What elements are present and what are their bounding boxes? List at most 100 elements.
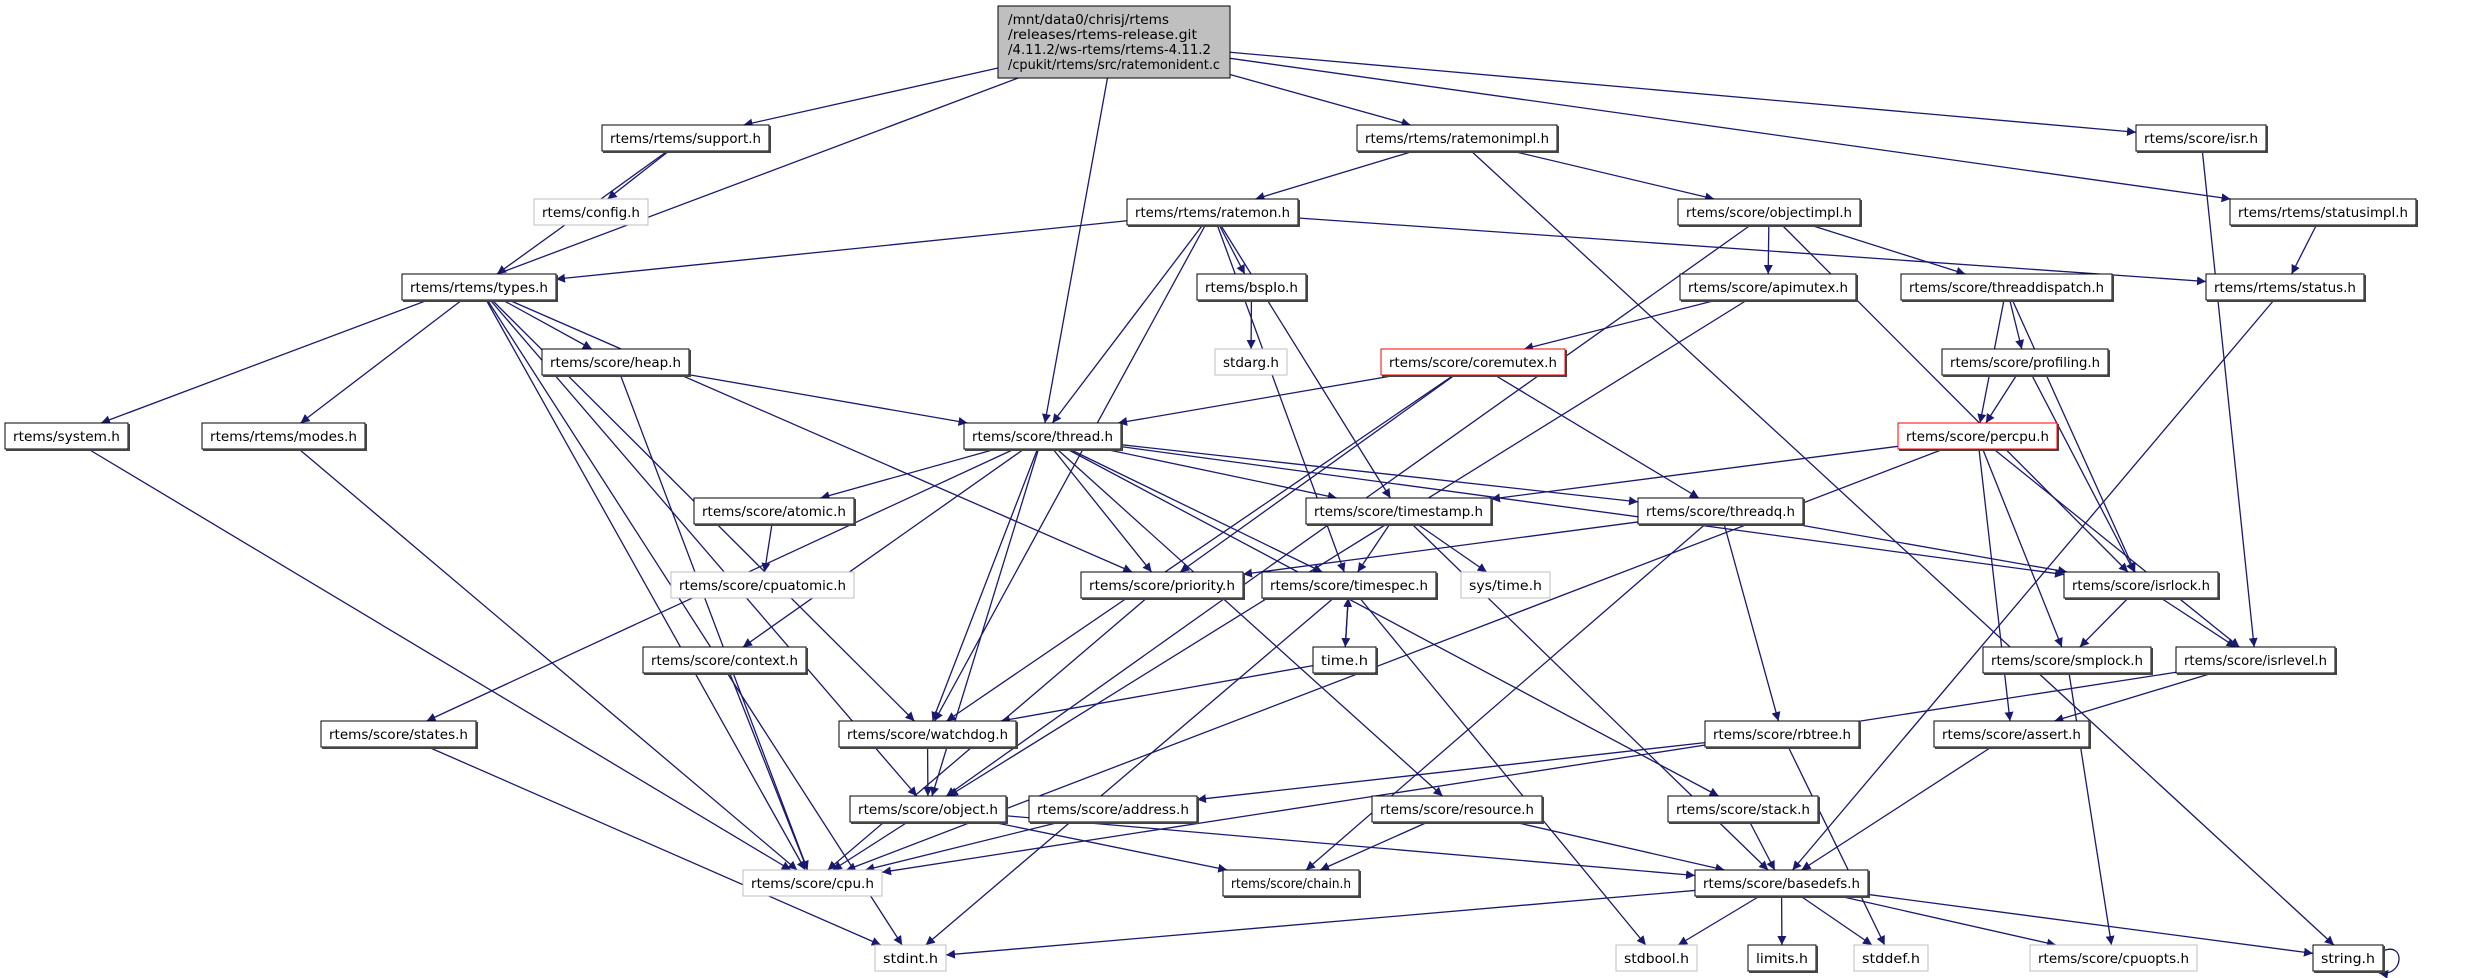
- node-modes[interactable]: rtems/rtems/modes.h: [201, 422, 367, 451]
- edge-isr-to-isrlevel: [2201, 150, 2258, 648]
- edge-timespec-to-stdbool: [1359, 597, 1647, 946]
- node-thread[interactable]: rtems/score/thread.h: [963, 422, 1123, 451]
- node-label: rtems/score/cpuatomic.h: [679, 579, 846, 594]
- node-shadow: [1899, 424, 2059, 451]
- nodes-layer: /mnt/data0/chrisj/rtems/releases/rtems-r…: [4, 5, 2418, 973]
- node-label: stdbool.h: [1624, 952, 1689, 967]
- node-label: rtems/score/priority.h: [1089, 579, 1235, 594]
- node-cpu: rtems/score/cpu.h: [742, 869, 883, 897]
- node-coremutex[interactable]: rtems/score/coremutex.h: [1380, 348, 1567, 377]
- node-context[interactable]: rtems/score/context.h: [642, 646, 808, 675]
- node-stack[interactable]: rtems/score/stack.h: [1667, 795, 1820, 824]
- node-root[interactable]: /mnt/data0/chrisj/rtems/releases/rtems-r…: [997, 5, 1231, 79]
- node-systime: sys/time.h: [1460, 571, 1551, 599]
- node-ratemonimpl[interactable]: rtems/rtems/ratemonimpl.h: [1356, 124, 1559, 153]
- edge-ratemonimpl-to-objectimpl: [1511, 150, 1715, 202]
- node-label: rtems/rtems/ratemonimpl.h: [1365, 132, 1549, 147]
- node-support[interactable]: rtems/rtems/support.h: [601, 124, 771, 153]
- edge-context-to-cpu: [729, 672, 809, 871]
- node-shadow: [1943, 350, 2110, 377]
- node-label: rtems/score/context.h: [651, 654, 798, 669]
- edge-stack-to-basedefs: [1749, 821, 1776, 871]
- node-shadow: [1030, 797, 1199, 824]
- node-chain[interactable]: rtems/score/chain.h: [1222, 869, 1361, 898]
- edge-ratemon-to-types: [555, 220, 1128, 283]
- node-statusimpl[interactable]: rtems/rtems/statusimpl.h: [2229, 198, 2418, 227]
- node-bspio[interactable]: rtems/bspIo.h: [1196, 273, 1308, 302]
- node-states[interactable]: rtems/score/states.h: [320, 720, 478, 749]
- node-stdarg: stdarg.h: [1214, 348, 1288, 376]
- node-shadow: [1984, 648, 2153, 675]
- node-string[interactable]: string.h: [2312, 944, 2385, 973]
- edge-threadq-to-chain: [1305, 523, 1706, 871]
- node-label: time.h: [1321, 654, 1368, 669]
- edge-rbtree-to-address: [1196, 741, 1706, 804]
- node-shadow: [840, 722, 1018, 749]
- node-apimutex[interactable]: rtems/score/apimutex.h: [1679, 273, 1858, 302]
- edge-atomic-to-cpuatomic: [761, 523, 773, 573]
- node-smplock[interactable]: rtems/score/smplock.h: [1982, 646, 2153, 675]
- edge-ratemon-to-timestamp: [1220, 224, 1391, 499]
- node-label: rtems/score/apimutex.h: [1688, 281, 1848, 296]
- node-label: limits.h: [1756, 952, 1808, 967]
- edge-modes-to-cpu: [298, 448, 798, 871]
- node-shadow: [1706, 722, 1861, 749]
- node-basedefs[interactable]: rtems/score/basedefs.h: [1694, 869, 1870, 898]
- node-percpu[interactable]: rtems/score/percpu.h: [1897, 422, 2059, 451]
- node-heap[interactable]: rtems/score/heap.h: [541, 348, 691, 377]
- node-shadow: [1749, 946, 1818, 973]
- node-label: rtems/score/percpu.h: [1906, 430, 2049, 445]
- node-shadow: [2231, 200, 2418, 227]
- node-cpuatomic: rtems/score/cpuatomic.h: [670, 571, 855, 599]
- node-watchdog[interactable]: rtems/score/watchdog.h: [838, 720, 1018, 749]
- node-priority[interactable]: rtems/score/priority.h: [1080, 571, 1245, 600]
- node-box: [1900, 273, 2113, 301]
- edge-threadq-to-rbtree: [1723, 523, 1781, 722]
- node-shadow: [1902, 275, 2114, 302]
- node-shadow: [1128, 200, 1300, 227]
- node-shadow: [1669, 797, 1820, 824]
- node-assert[interactable]: rtems/score/assert.h: [1933, 720, 2091, 749]
- node-threaddispatch[interactable]: rtems/score/threaddispatch.h: [1900, 273, 2114, 302]
- edge-objectimpl-to-threaddispatch: [1809, 224, 1966, 276]
- node-threadq[interactable]: rtems/score/threadq.h: [1637, 497, 1805, 526]
- edge-percpu-to-isrlevel: [1993, 448, 2240, 648]
- node-status[interactable]: rtems/rtems/status.h: [2205, 273, 2366, 302]
- node-time[interactable]: time.h: [1312, 646, 1378, 675]
- node-resource[interactable]: rtems/score/resource.h: [1371, 795, 1544, 824]
- node-types[interactable]: rtems/rtems/types.h: [401, 273, 558, 302]
- node-system[interactable]: rtems/system.h: [4, 422, 130, 451]
- node-box: [1853, 944, 1929, 972]
- node-profiling[interactable]: rtems/score/profiling.h: [1941, 348, 2110, 377]
- edge-rbtree-to-stddef: [1787, 746, 1886, 946]
- edge-types-to-cpu: [485, 299, 806, 871]
- edge-heap-to-thread: [688, 374, 968, 426]
- node-objectimpl[interactable]: rtems/score/objectimpl.h: [1677, 198, 1862, 227]
- node-ratemon[interactable]: rtems/rtems/ratemon.h: [1126, 198, 1300, 227]
- node-rbtree[interactable]: rtems/score/rbtree.h: [1704, 720, 1861, 749]
- node-shadow: [2314, 946, 2385, 973]
- node-address[interactable]: rtems/score/address.h: [1028, 795, 1199, 824]
- node-box: [874, 944, 947, 972]
- node-timespec[interactable]: rtems/score/timespec.h: [1261, 571, 1438, 600]
- node-object[interactable]: rtems/score/object.h: [849, 795, 1008, 824]
- node-atomic[interactable]: rtems/score/atomic.h: [693, 497, 856, 526]
- node-cpuopts: rtems/score/cpuopts.h: [2029, 944, 2198, 972]
- edge-thread-to-priority: [1052, 448, 1153, 573]
- node-limits[interactable]: limits.h: [1747, 944, 1818, 973]
- node-box: [1312, 646, 1377, 674]
- node-isrlock[interactable]: rtems/score/isrlock.h: [2063, 571, 2220, 600]
- node-shadow: [1307, 499, 1493, 526]
- node-isr[interactable]: rtems/score/isr.h: [2135, 124, 2268, 153]
- node-label: rtems/score/threaddispatch.h: [1909, 281, 2104, 296]
- node-label: rtems/score/profiling.h: [1950, 356, 2100, 371]
- edge-assert-to-basedefs: [1801, 746, 1992, 871]
- node-timestamp[interactable]: rtems/score/timestamp.h: [1305, 497, 1493, 526]
- edge-coremutex-to-watchdog: [946, 374, 1455, 722]
- edge-address-to-cpu: [865, 821, 1061, 873]
- node-label: rtems/score/stack.h: [1676, 803, 1810, 818]
- node-shadow: [965, 424, 1123, 451]
- node-label: rtems/system.h: [13, 430, 120, 445]
- node-isrlevel[interactable]: rtems/score/isrlevel.h: [2175, 646, 2337, 675]
- node-label: rtems/rtems/ratemon.h: [1135, 206, 1290, 221]
